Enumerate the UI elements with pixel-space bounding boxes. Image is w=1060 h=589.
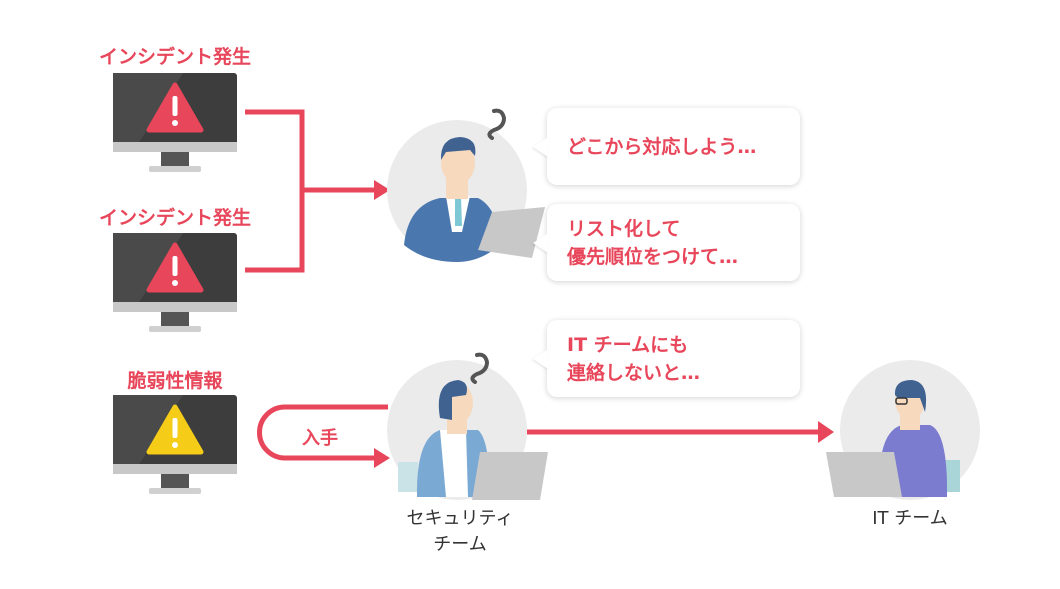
arrowhead: [374, 448, 390, 468]
obtain-arrow: [257, 404, 388, 461]
person-manager: [387, 108, 545, 262]
arrowhead: [374, 180, 390, 200]
label-line: チーム: [433, 534, 487, 555]
source-label: インシデント発生: [98, 46, 251, 68]
obtain-label: 入手: [302, 428, 338, 449]
arrowhead: [818, 421, 834, 443]
bubble-text: リスト化して: [567, 217, 681, 240]
merge-connector: [245, 109, 376, 273]
person-security: [387, 352, 548, 500]
source-label: 脆弱性情報: [127, 370, 223, 392]
monitor-incident-2: [113, 233, 237, 332]
monitor-incident-1: [113, 73, 237, 172]
worry-swirl-icon: [487, 108, 507, 140]
security-team-label: セキュリティ チーム: [360, 506, 560, 558]
speech-bubble: リスト化して 優先順位をつけて…: [547, 204, 800, 281]
speech-bubble: どこから対応しよう…: [547, 108, 800, 185]
person-it: [826, 360, 980, 500]
it-team-label: IT チーム: [872, 508, 948, 529]
source-label: インシデント発生: [98, 207, 251, 229]
bubble-text: IT チームにも: [567, 333, 689, 356]
speech-bubble: IT チームにも 連絡しないと…: [547, 320, 800, 397]
label-line: セキュリティ: [406, 508, 514, 529]
worry-swirl-icon: [470, 352, 490, 384]
bubble-text: 優先順位をつけて…: [567, 245, 739, 268]
bubble-text: どこから対応しよう…: [567, 135, 757, 158]
monitor-vulnerability: [113, 395, 237, 494]
bubble-text: 連絡しないと…: [567, 361, 701, 384]
